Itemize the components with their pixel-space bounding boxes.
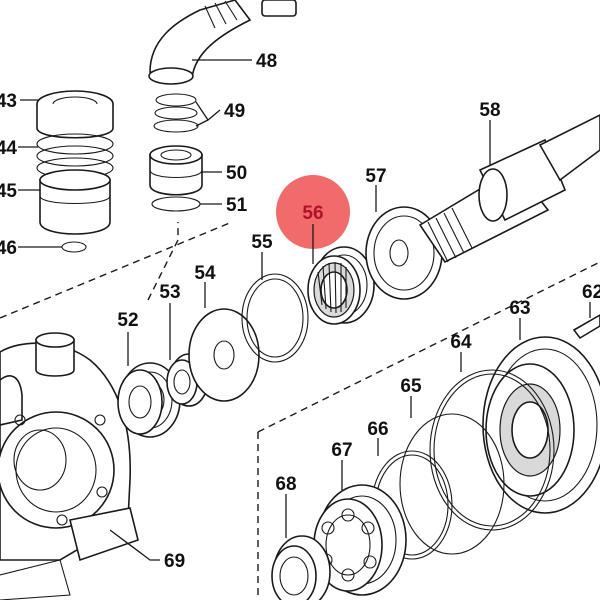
label-49: 49 <box>224 101 245 122</box>
part-67-bearing <box>313 484 407 596</box>
label-62: 62 <box>582 282 600 303</box>
part-64-oring <box>429 369 555 531</box>
part-68-bushing <box>271 535 331 600</box>
label-66: 66 <box>367 419 388 440</box>
label-45: 45 <box>0 181 17 202</box>
part-45-valve-body <box>39 169 111 235</box>
part-49-orings <box>153 93 199 133</box>
part-52-bearing <box>117 362 181 438</box>
part-51-ring <box>151 196 201 212</box>
part-63-outer-ring <box>482 336 600 514</box>
label-43: 43 <box>0 91 17 112</box>
label-53: 53 <box>159 282 180 303</box>
highlight-circle-56 <box>276 175 350 249</box>
label-58: 58 <box>479 100 500 121</box>
label-67: 67 <box>331 440 352 461</box>
part-69-housing <box>0 332 139 600</box>
label-64: 64 <box>450 332 472 353</box>
label-51: 51 <box>226 195 248 216</box>
part-56-needle-bearing <box>307 246 375 325</box>
leader-lines <box>18 59 591 561</box>
label-52: 52 <box>117 310 138 331</box>
part-58-shaft <box>418 114 600 264</box>
label-57: 57 <box>365 166 386 187</box>
part-48-hose <box>148 0 297 85</box>
label-68: 68 <box>275 474 296 495</box>
dashed-guides <box>0 221 600 600</box>
part-55-snap-ring <box>241 273 309 363</box>
label-56: 56 <box>302 203 323 224</box>
label-46: 46 <box>0 238 17 259</box>
part-54-disc <box>188 308 260 402</box>
label-48: 48 <box>256 51 277 72</box>
label-44: 44 <box>0 138 17 159</box>
label-63: 63 <box>509 298 530 319</box>
label-69: 69 <box>164 551 185 572</box>
label-55: 55 <box>251 232 273 253</box>
part-43-cap <box>36 90 114 139</box>
part-46-washer <box>61 241 87 253</box>
label-54: 54 <box>194 263 216 284</box>
label-65: 65 <box>400 376 422 397</box>
part-62-pin <box>572 314 600 340</box>
part-labels: 43 44 45 46 48 49 50 51 52 53 54 55 56 5… <box>0 51 600 572</box>
part-50-sleeve <box>149 145 203 196</box>
part-65-oring <box>399 413 505 555</box>
label-50: 50 <box>226 163 247 184</box>
